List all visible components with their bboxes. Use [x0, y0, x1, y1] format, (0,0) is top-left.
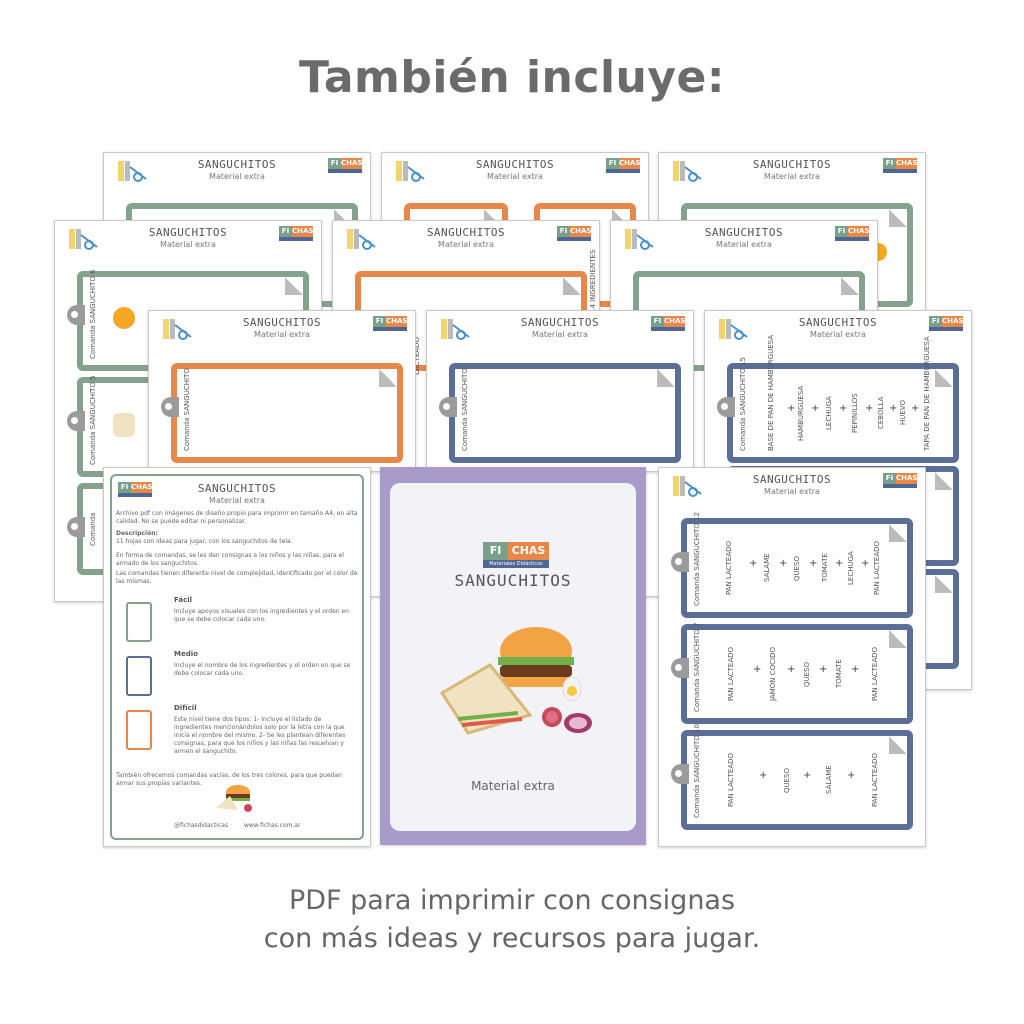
scissors-icon	[163, 319, 192, 340]
level-medium-icon	[126, 656, 152, 696]
sheet-title: SANGUCHITOS	[197, 158, 277, 171]
scissors-icon	[396, 161, 425, 182]
caption: PDF para imprimir con consignas con más …	[0, 882, 1024, 958]
level-hard-label: Difícil	[174, 704, 197, 712]
sheet-subtitle: Material extra	[532, 330, 588, 339]
level-hard-text: Este nivel tiene dos tipos: 1- Incluye e…	[174, 716, 346, 755]
sheet-subtitle: Material extra	[160, 240, 216, 249]
scissors-icon	[118, 161, 147, 182]
scissors-icon	[625, 229, 654, 250]
comanda-card-10: Comanda SANGUCHITO 10 PAN LACTEADO + QUE…	[671, 724, 913, 830]
info-paragraph: También ofrecemos comandas vacías, de lo…	[116, 772, 342, 787]
scissors-icon	[673, 161, 702, 182]
sheet-title: SANGUCHITOS	[752, 473, 832, 486]
sheet-title: SANGUCHITOS	[242, 316, 322, 329]
sheet-title: SANGUCHITOS	[148, 226, 228, 239]
level-easy-label: Fácil	[174, 596, 193, 604]
sheet-title: SANGUCHITOS	[520, 316, 600, 329]
sandwich-icon	[216, 785, 252, 812]
level-hard-icon	[126, 710, 152, 750]
cover-subtitle: Material extra	[471, 779, 555, 793]
info-paragraph: Archivo pdf con imágenes de diseño propi…	[116, 510, 358, 525]
sheet-subtitle: Material extra	[810, 330, 866, 339]
footer-instagram: @fichasdidacticas	[174, 822, 229, 829]
sheet-title: SANGUCHITOS	[752, 158, 832, 171]
info-title: SANGUCHITOS	[197, 482, 277, 495]
level-easy-icon	[126, 602, 152, 642]
comanda-card-blank-blue: Comanda SANGUCHITO	[439, 363, 681, 463]
sheet-subtitle: Material extra	[716, 240, 772, 249]
level-medium-label: Medio	[174, 650, 198, 658]
sheet-subtitle: Material extra	[209, 172, 265, 181]
sheet-subtitle: Material extra	[764, 172, 820, 181]
level-easy-text: Incluye apoyos visuales con los ingredie…	[174, 608, 349, 623]
cover-title: SANGUCHITOS	[454, 571, 572, 590]
sandwich-illustration-icon	[439, 627, 592, 735]
info-subtitle: Material extra	[209, 496, 265, 505]
comanda-card-7: Comanda SANGUCHITO 7 PAN LACTEADO + JAMO…	[671, 622, 913, 724]
sheet-subtitle: Material extra	[764, 487, 820, 496]
comanda-card-12: Comanda SANGUCHITO 12 PAN LACTEADO + SAL…	[671, 512, 913, 618]
caption-line-2: con más ideas y recursos para jugar.	[263, 923, 761, 954]
comanda-card-blank-orange: Comanda SANGUCHITO	[161, 363, 403, 463]
scissors-icon	[347, 229, 376, 250]
sheet-title: SANGUCHITOS	[475, 158, 555, 171]
scissors-icon	[673, 476, 702, 497]
level-medium-text: Incluye el nombre de los ingredientes y …	[174, 662, 351, 677]
headline: También incluye:	[299, 52, 725, 103]
scissors-icon	[69, 229, 98, 250]
sheet-title: SANGUCHITOS	[704, 226, 784, 239]
sheet-title: SANGUCHITOS	[798, 316, 878, 329]
caption-line-1: PDF para imprimir con consignas	[288, 885, 736, 916]
sheet-subtitle: Material extra	[254, 330, 310, 339]
scissors-icon	[441, 319, 470, 340]
info-paragraph: En forma de comandas, se les dan consign…	[116, 552, 344, 567]
comanda-card-15: Comanda SANGUCHITO 15 BASE DE PAN DE HAM…	[717, 335, 959, 463]
sheet-subtitle: Material extra	[438, 240, 494, 249]
sheet-subtitle: Material extra	[487, 172, 543, 181]
info-desc-label: Descripción:	[116, 530, 158, 537]
footer-website: www.fichas.com.ar	[244, 822, 301, 829]
scissors-icon	[719, 319, 748, 340]
sheet-title: SANGUCHITOS	[426, 226, 506, 239]
info-paragraph: Las comandas tienen diferente nivel de c…	[116, 570, 358, 585]
info-paragraph: 11 hojas con ideas para jugar, con los s…	[116, 538, 293, 545]
